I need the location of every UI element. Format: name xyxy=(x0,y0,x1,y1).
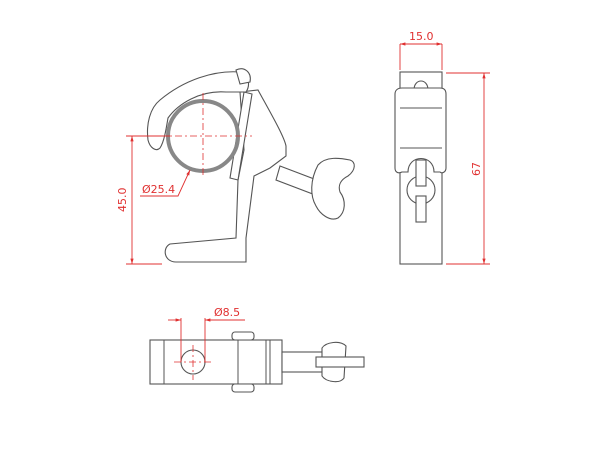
dim-width: 15.0 xyxy=(409,30,434,43)
front-view: 15.0 67 xyxy=(394,30,490,265)
dim-overall-height: 67 xyxy=(470,162,483,176)
dim-tube-diameter: Ø25.4 xyxy=(142,183,175,196)
dim-hole-diameter: Ø8.5 xyxy=(214,306,240,319)
top-view: Ø8.5 xyxy=(149,306,365,393)
dim-height-to-center: 45.0 xyxy=(116,188,129,213)
side-view: 45.0 Ø25.4 xyxy=(116,68,355,265)
